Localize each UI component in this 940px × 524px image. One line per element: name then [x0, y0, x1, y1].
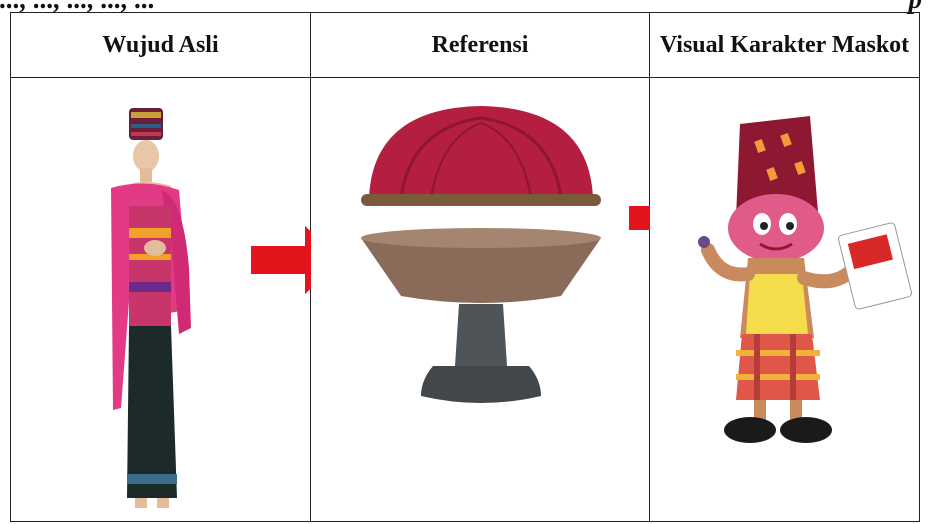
right-arrow-icon [629, 186, 650, 250]
table-image-row [11, 78, 920, 522]
pedestal-bowl [361, 228, 601, 403]
cell-reference [311, 78, 650, 522]
table-header-row: Wujud Asli Referensi Visual Karakter Mas… [11, 13, 920, 78]
header-reference: Referensi [311, 13, 650, 78]
right-arrow-icon [251, 226, 311, 294]
cell-mascot-visual [650, 78, 920, 522]
mascot-character-image [650, 78, 920, 524]
mascot-figure [698, 116, 912, 443]
basket-reference-image [311, 78, 650, 524]
header-mascot-visual: Visual Karakter Maskot [650, 13, 920, 78]
ballot-card [838, 222, 913, 310]
cell-original-form [11, 78, 311, 522]
woman-figure [111, 108, 191, 508]
basket-lid [361, 106, 601, 206]
header-original-form: Wujud Asli [11, 13, 311, 78]
traditional-woman-image [11, 78, 311, 524]
comparison-table: Wujud Asli Referensi Visual Karakter Mas… [10, 12, 920, 522]
